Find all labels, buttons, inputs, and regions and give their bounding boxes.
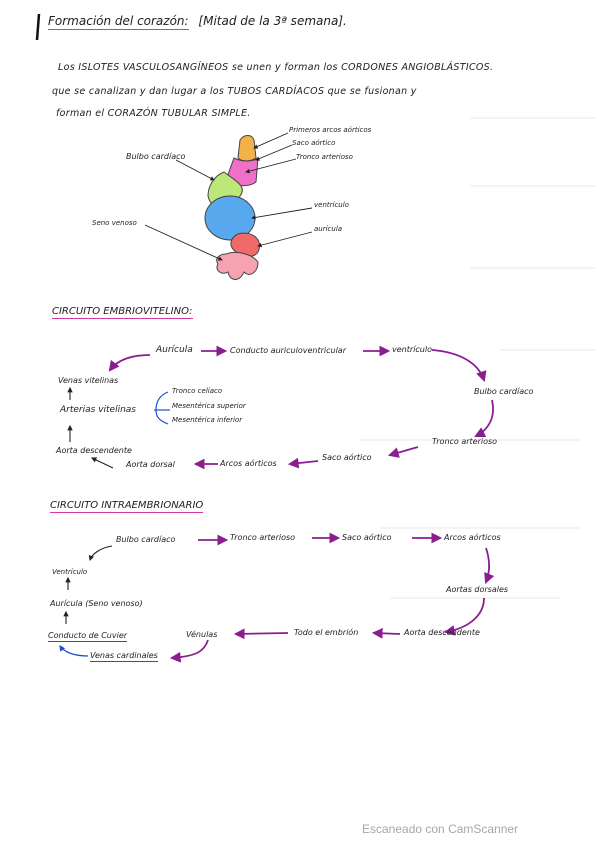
title-margin-bar [35,13,41,41]
c2-aortas-dorsales: Aortas dorsales [446,585,509,594]
label-ventriculo-diagram: ventrículo [314,201,349,209]
c1-venas-vitelinas: Venas vitelinas [58,376,119,385]
c1-tronco: Tronco arterioso [432,437,498,446]
c1-branch-mesenterica-superior: Mesentérica superior [172,402,246,410]
c1-ventriculo: ventrículo [392,345,432,354]
c1-bulbo: Bulbo cardíaco [474,387,534,396]
c2-conducto-cuvier: Conducto de Cuvier [48,631,128,642]
c2-tronco: Tronco arterioso [230,533,296,542]
heart-tube-diagram [204,135,260,280]
c2-venas-cardinales: Venas cardinales [90,651,158,662]
title-bracket: [Mitad de la 3ª semana]. [198,14,347,28]
label-auricula-diagram: aurícula [314,225,343,233]
c1-saco: Saco aórtico [322,453,372,462]
c1-branch-mesenterica-inferior: Mesentérica inferior [172,416,243,424]
c2-auricula: Aurícula (Seno venoso) [50,599,143,608]
c2-bulbo: Bulbo cardíaco [116,535,176,544]
circuit1-heading: CIRCUITO EMBRIOVITELINO: [52,306,193,319]
intro-line-2: que se canalizan y dan lugar a los TUBOS… [52,86,417,97]
c1-conducto: Conducto auriculoventricular [230,346,346,355]
title-text: Formación del corazón: [48,14,189,30]
page-title: Formación del corazón: [Mitad de la 3ª s… [48,14,347,30]
circuit2-heading: CIRCUITO INTRAEMBRIONARIO [50,500,204,513]
c2-saco: Saco aórtico [342,533,392,542]
c2-aorta-descendente: Aorta descendente [404,628,480,637]
camscanner-watermark: Escaneado con CamScanner [362,822,519,836]
c1-branch-tronco-celiaco: Tronco celíaco [172,387,223,395]
c2-venulas: Vénulas [186,630,218,639]
intro-line-1: Los ISLOTES VASCULOSANGÍNEOS se unen y f… [58,62,494,73]
c1-aorta-dorsal: Aorta dorsal [126,460,175,469]
heart-segment-base [216,251,259,280]
c2-ventriculo: Ventrículo [52,568,88,576]
c2-arcos: Arcos aórticos [444,533,501,542]
c1-arterias-vitelinas: Arterias vitelinas [60,405,136,415]
heart-segment-top [237,135,257,162]
c1-arcos: Arcos aórticos [220,459,277,468]
label-tronco-diagram: Tronco arterioso [296,153,353,161]
c1-aorta-descendente: Aorta descendente [56,446,132,455]
label-primeros-arcos: Primeros arcos aórticos [289,126,372,134]
c2-todo-embrion: Todo el embrión [294,628,359,637]
label-bulbo-diagram: Bulbo cardíaco [126,152,186,161]
c1-auricula: Aurícula [156,345,193,355]
label-seno-venoso: Seno venoso [92,219,137,227]
intro-line-3: forman el CORAZÓN TUBULAR SIMPLE. [56,108,251,119]
label-saco-aortico-diagram: Saco aórtico [292,139,336,147]
